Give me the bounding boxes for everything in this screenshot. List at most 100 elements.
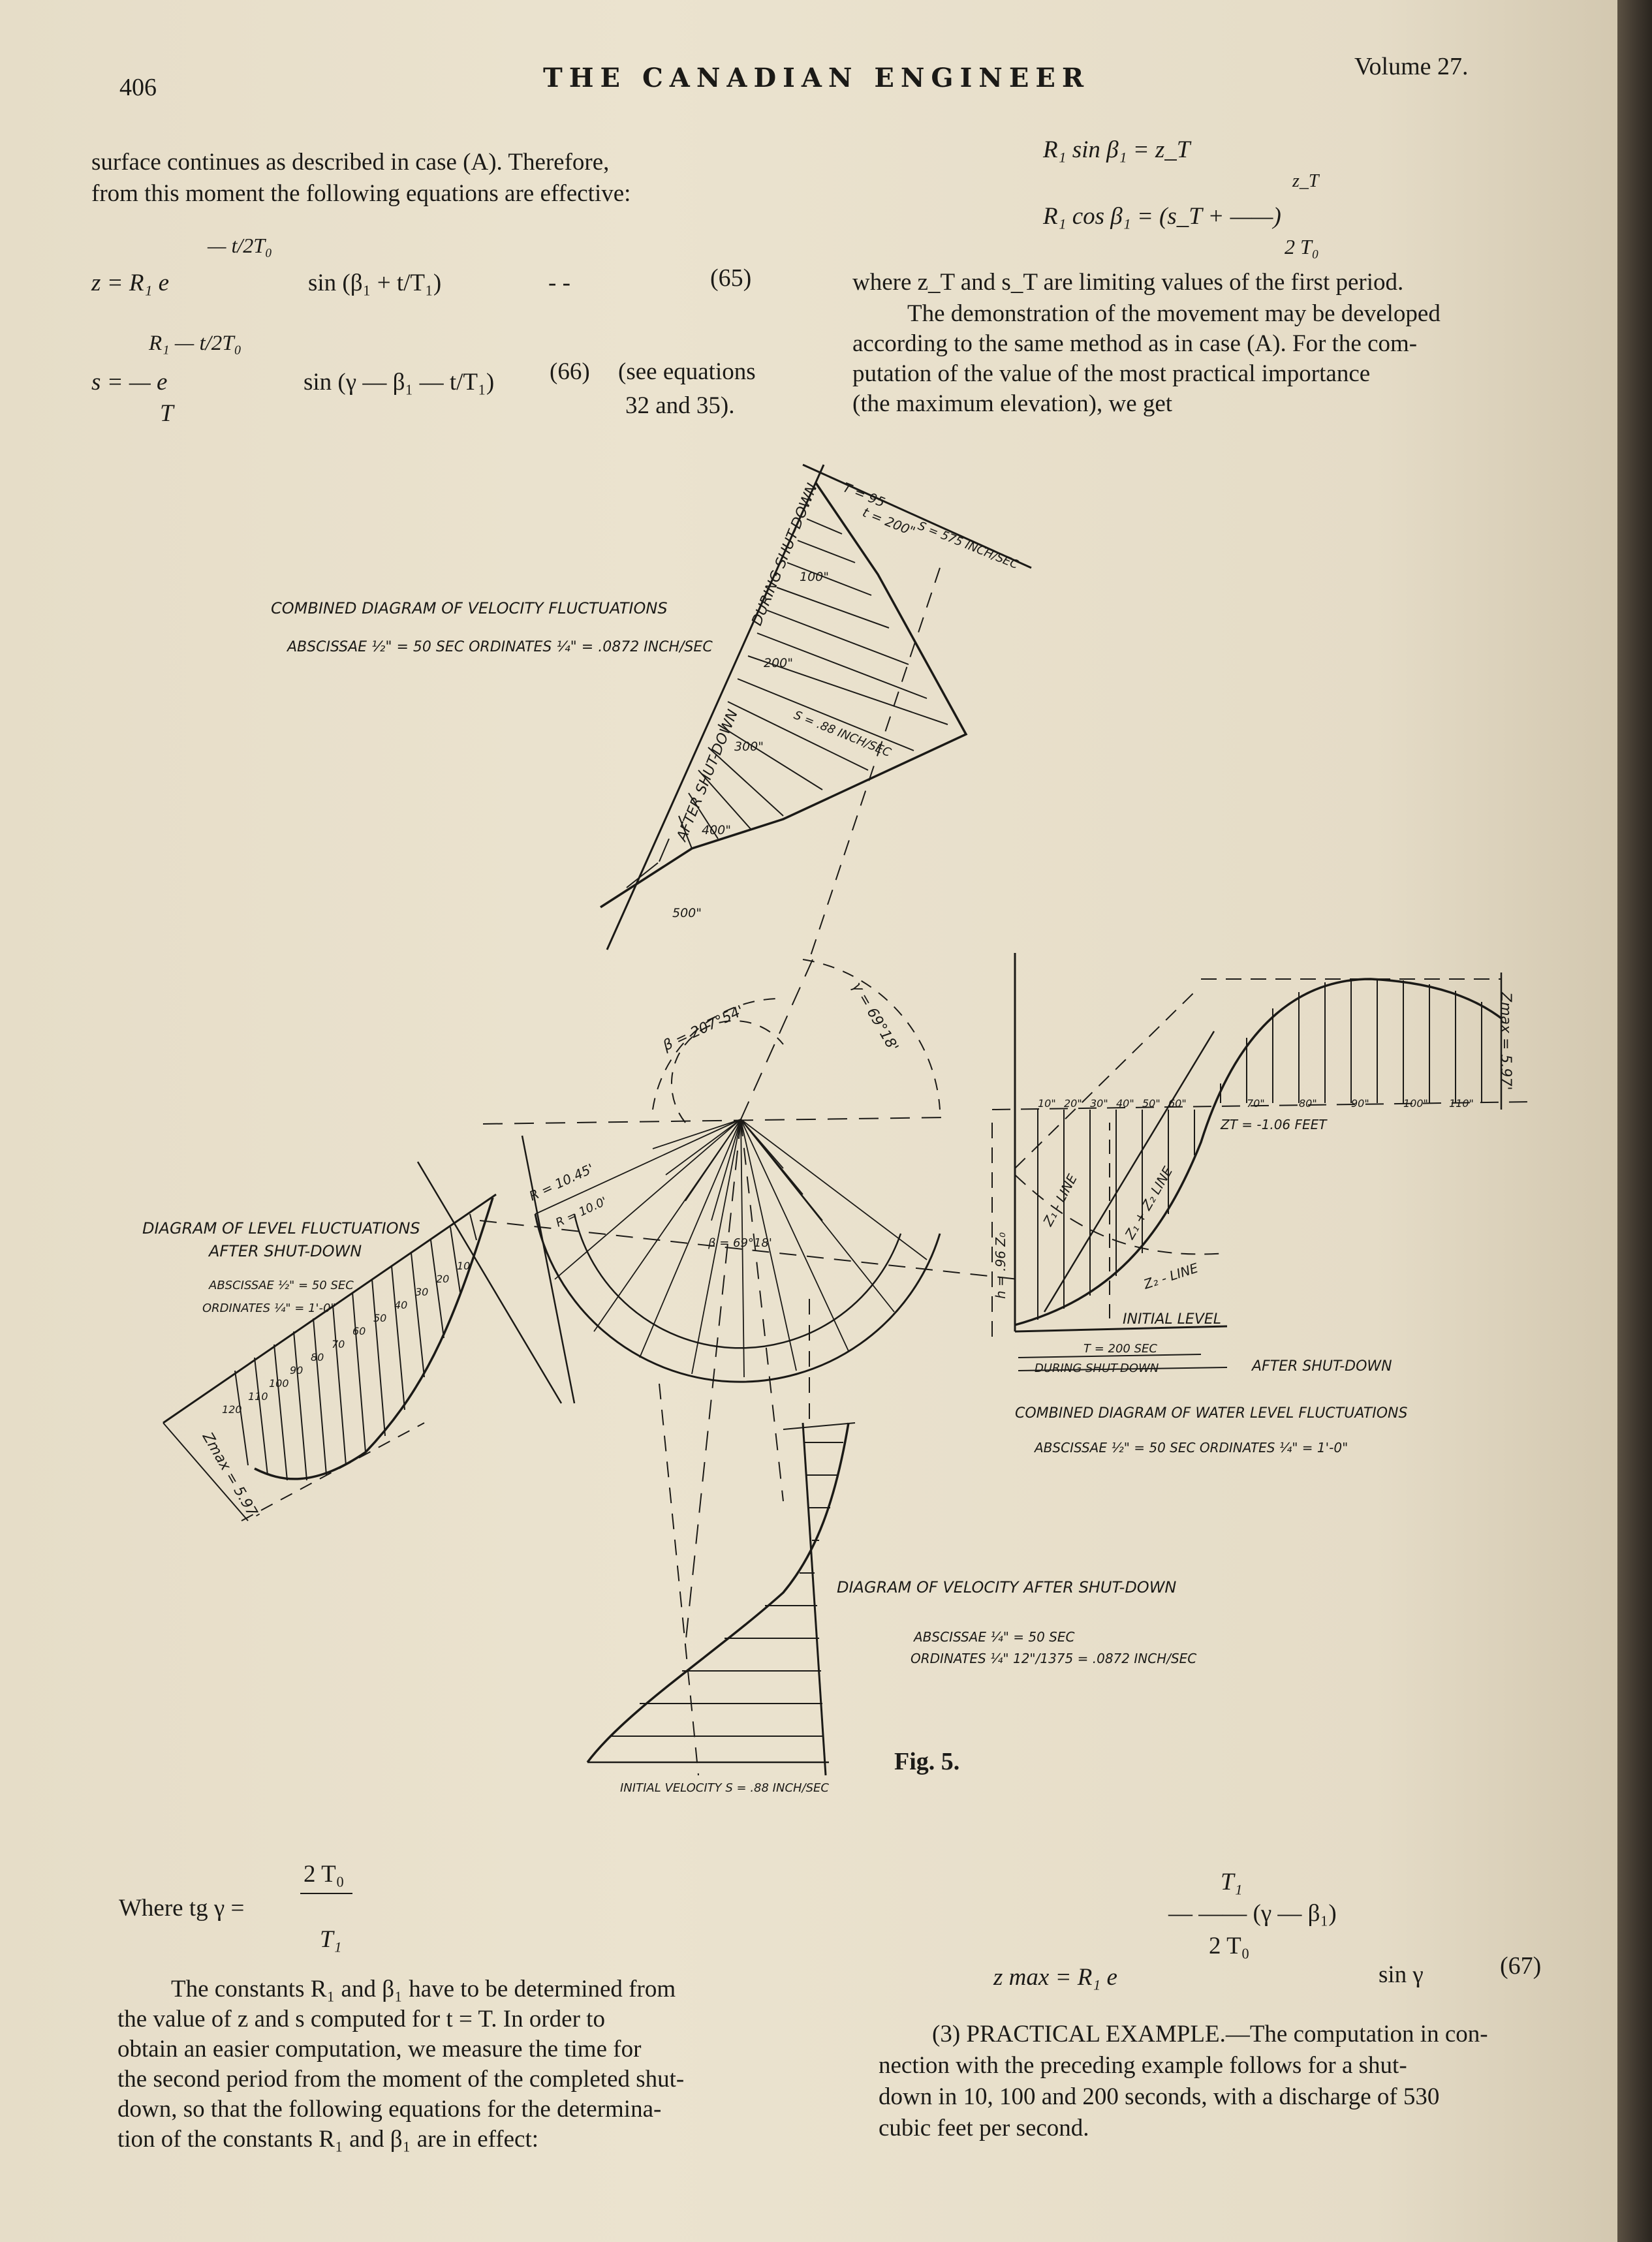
beta-angle-label: β = 207°54': [660, 1003, 746, 1054]
eq67-sin: sin γ: [1379, 1961, 1424, 1988]
book-spine: [1617, 0, 1652, 2242]
vel-top-label-3: S = 575 INCH/SEC: [916, 519, 1021, 572]
tg-frac-bar: [300, 1893, 352, 1894]
tg-where: Where tg γ =: [119, 1895, 245, 1922]
gamma-angle-label: γ = 69°18': [849, 980, 901, 1055]
eq67-frac-den: 2 T₀: [1209, 1933, 1250, 1959]
right-tick-20: 20": [1064, 1097, 1082, 1110]
level-tick-100: 100: [269, 1377, 289, 1390]
eq66-note-line1: (see equations: [618, 358, 756, 385]
bottom-left-line6: tion of the constants R₁ and β₁ are in e…: [117, 2126, 539, 2153]
bottom-left-line3: obtain an easier computation, we measure…: [117, 2036, 642, 2063]
radius-label-2: R = 10.0': [553, 1194, 609, 1230]
right-tick-70: 70": [1247, 1097, 1265, 1110]
right-text-line4: putation of the value of the most practi…: [852, 360, 1371, 387]
after-vel-scale-2: ORDINATES ¼" 12"/1375 = .0872 INCH/SEC: [911, 1651, 1196, 1666]
level-tick-60: 60: [352, 1325, 366, 1337]
zmax-left-label: Zmax = 5.97': [198, 1429, 262, 1523]
level-tick-20: 20: [436, 1273, 449, 1285]
eq65-lhs: z = R₁ e: [91, 270, 170, 296]
angle-label-inner: β = 69°18': [708, 1236, 772, 1250]
h-label: h = .96 Z₀: [993, 1232, 1008, 1299]
level-diagram-title-1: DIAGRAM OF LEVEL FLUCTUATIONS: [142, 1219, 420, 1238]
level-tick-40: 40: [394, 1299, 407, 1311]
right-tick-100: 100": [1403, 1097, 1428, 1110]
vel-tick-500: 500": [672, 906, 702, 920]
figure-caption: Fig. 5.: [894, 1748, 960, 1775]
journal-page: [0, 0, 1617, 2242]
after-vel-title: DIAGRAM OF VELOCITY AFTER SHUT-DOWN: [837, 1578, 1176, 1596]
after-vel-scale-1: ABSCISSAE ¼" = 50 SEC: [912, 1629, 1075, 1645]
zt-label: ZT = -1.06 FEET: [1220, 1117, 1328, 1132]
during-short-label: DURING SHUT-DOWN: [1035, 1362, 1159, 1375]
eq66-rhs: sin (γ — β₁ — t/T₁): [304, 369, 495, 396]
volume-label: Volume 27.: [1354, 53, 1469, 80]
bottom-left-line1: The constants R₁ and β₁ have to be deter…: [171, 1976, 676, 2002]
water-diagram-scale: ABSCISSAE ½" = 50 SEC ORDINATES ¼" = 1'-…: [1033, 1440, 1348, 1456]
eq66-number: (66): [550, 358, 590, 385]
level-tick-120: 120: [222, 1403, 242, 1416]
level-tick-110: 110: [248, 1390, 268, 1403]
level-tick-70: 70: [332, 1338, 345, 1350]
level-tick-50: 50: [373, 1312, 386, 1324]
velocity-top-line: [802, 463, 1032, 569]
right-text-line3: according to the same method as in case …: [852, 330, 1418, 357]
eq66-top: R₁ — t/2T₀: [149, 332, 242, 355]
z1z2-line-label: Z₁ + Z₂ LINE: [1121, 1164, 1176, 1242]
right-tick-50: 50": [1142, 1097, 1161, 1110]
vel-diagram-title: COMBINED DIAGRAM OF VELOCITY FLUCTUATION…: [271, 599, 668, 617]
eq66-lhs: s = — e: [91, 369, 168, 396]
vel-top-label-1: T = 95: [841, 479, 887, 510]
right-eq-frac-den: 2 T₀: [1285, 235, 1319, 258]
right-text-line2: The demonstration of the movement may be…: [907, 300, 1441, 327]
left-intro-line1: surface continues as described in case (…: [91, 149, 610, 176]
right-text-line1: where z_T and s_T are limiting values of…: [852, 269, 1404, 296]
initial-level-label: INITIAL LEVEL: [1123, 1311, 1221, 1328]
water-diagram-title: COMBINED DIAGRAM OF WATER LEVEL FLUCTUAT…: [1015, 1405, 1407, 1422]
z2-line-label: Z₂ - LINE: [1141, 1260, 1200, 1292]
eq65-exponent: — t/2T₀: [208, 234, 273, 257]
tg-frac-den: T₁: [320, 1926, 342, 1953]
bottom-right-line1: (3) PRACTICAL EXAMPLE.—The computation i…: [932, 2021, 1488, 2047]
vel-tick-200: 200": [764, 656, 793, 670]
vel-s-label: S = .88 INCH/SEC: [792, 708, 893, 760]
vel-diagram-scale: ABSCISSAE ½" = 50 SEC ORDINATES ¼" = .08…: [286, 639, 713, 655]
right-tick-80: 80": [1299, 1097, 1317, 1110]
level-diagram-scale-1: ABSCISSAE ½" = 50 SEC: [208, 1279, 354, 1292]
level-diagram-scale-2: ORDINATES ¼" = 1'-0": [202, 1301, 336, 1315]
eq65-number: (65): [710, 264, 752, 292]
eq67-zmax: z max = R₁ e: [993, 1964, 1117, 1991]
after-short-label: AFTER SHUT-DOWN: [1251, 1358, 1392, 1375]
eq66-denominator: T: [160, 400, 174, 427]
radius-label-1: R = 10.45': [527, 1160, 596, 1204]
vel-tick-300: 300": [734, 740, 764, 754]
eq66-note-line2: 32 and 35).: [625, 392, 735, 419]
right-eq-line2: R₁ cos β₁ = (s_T + ——): [1043, 203, 1281, 230]
vel-tick-100: 100": [800, 570, 829, 584]
right-tick-10: 10": [1038, 1097, 1056, 1110]
initial-velocity-label: INITIAL VELOCITY S = .88 INCH/SEC: [620, 1781, 829, 1795]
eq67-frac-num: T₁: [1221, 1869, 1243, 1895]
level-tick-30: 30: [415, 1286, 428, 1298]
tg-frac-num: 2 T₀: [304, 1861, 345, 1888]
velocity-curve: [600, 482, 968, 909]
level-tick-10: 10: [457, 1260, 470, 1272]
right-tick-60: 60": [1168, 1097, 1187, 1110]
level-tick-80: 80: [311, 1351, 324, 1363]
t200-label: T = 200 SEC: [1083, 1342, 1157, 1356]
velocity-axis: [606, 464, 825, 950]
eq65-rhs: sin (β₁ + t/T₁): [308, 270, 442, 296]
right-tick-40: 40": [1116, 1097, 1134, 1110]
vel-tick-400: 400": [702, 823, 731, 837]
bottom-left-line2: the value of z and s computed for t = T.…: [117, 2006, 605, 2032]
bottom-right-line2: nection with the preceding example follo…: [879, 2052, 1407, 2079]
right-tick-30: 30": [1090, 1097, 1108, 1110]
eq67-frac-rest: — —— (γ — β₁): [1168, 1900, 1337, 1927]
vel-top-label-2: t = 200": [860, 504, 918, 539]
right-text-line5: (the maximum elevation), we get: [852, 390, 1173, 417]
bottom-right-line3: down in 10, 100 and 200 seconds, with a …: [879, 2083, 1440, 2110]
page-number: 406: [119, 74, 157, 101]
bottom-right-line4: cubic feet per second.: [879, 2115, 1089, 2141]
level-diagram-title-2: AFTER SHUT-DOWN: [208, 1242, 362, 1260]
zmax-right-label: Zmax = 5.97': [1497, 991, 1514, 1090]
